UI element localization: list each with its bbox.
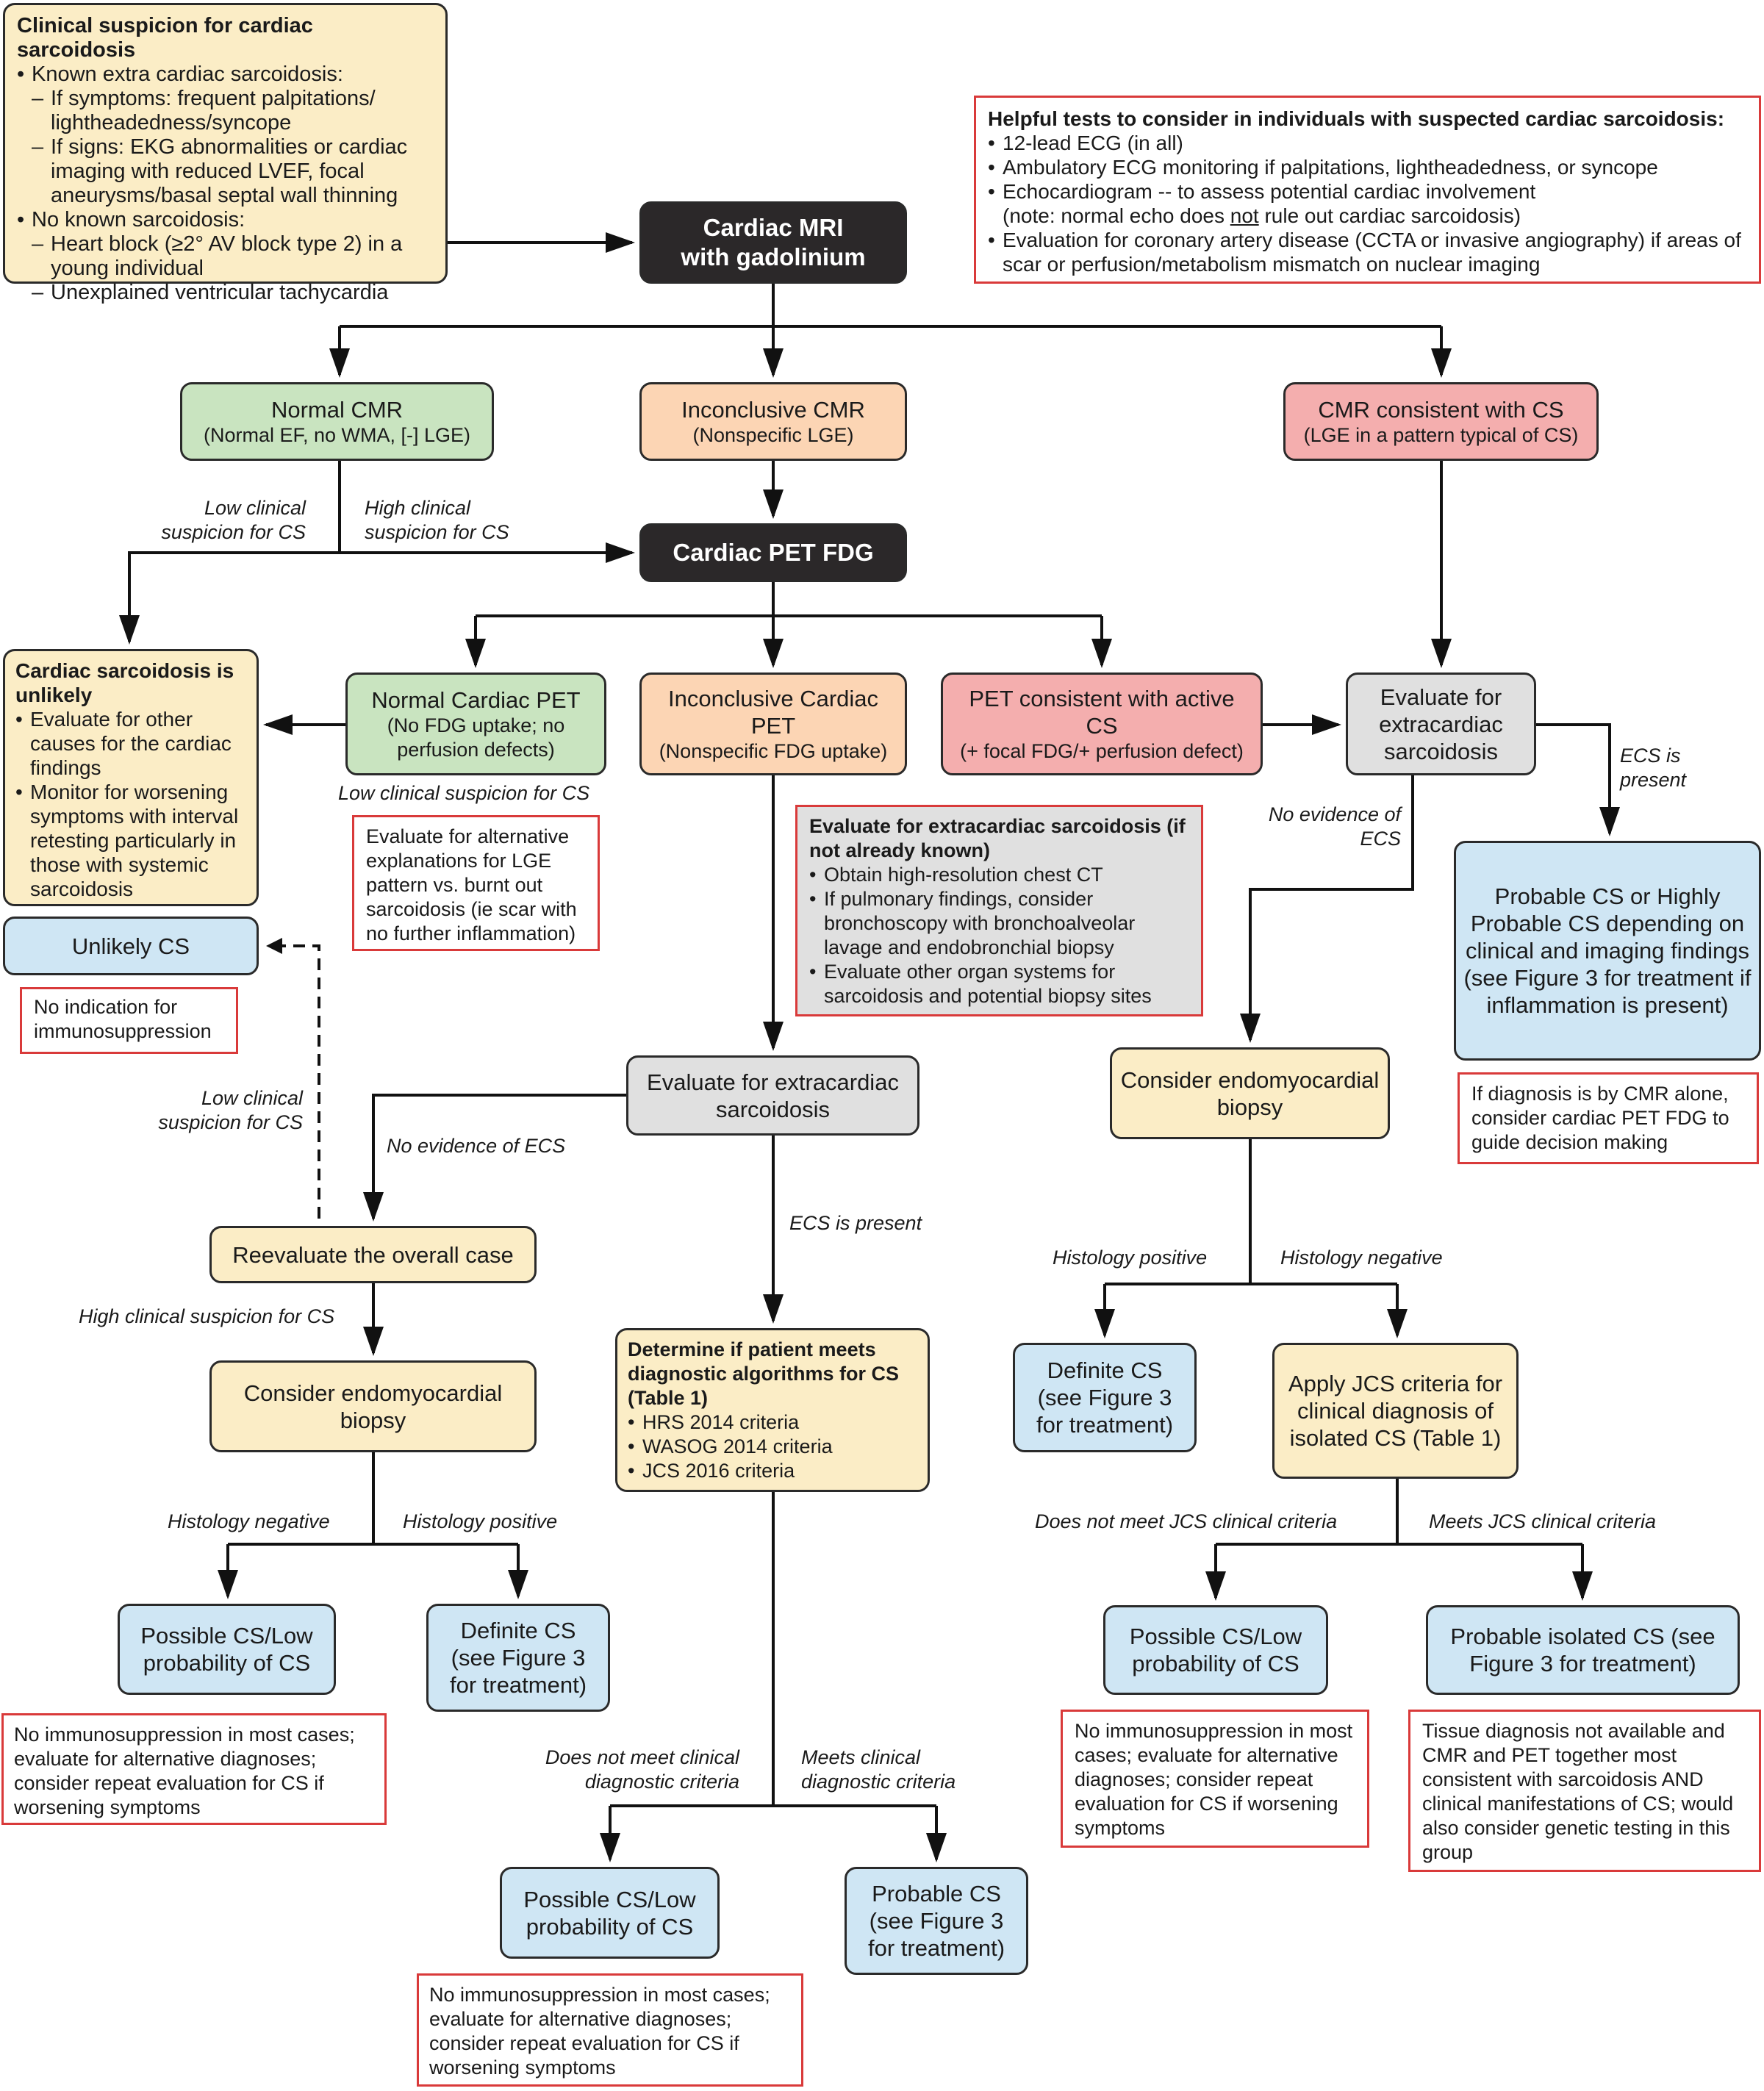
edge-label-high-suspicion: High clinical suspicion for CS [365,497,509,543]
helpful-tests-title: Helpful tests to consider in individuals… [988,107,1725,130]
edge-label-ecs-present-right: ECS is present [1620,745,1687,791]
lge-alternative-note: Evaluate for alternative explanations fo… [352,815,600,951]
determine-title: Determine if patient meets diagnostic al… [628,1338,900,1409]
edge-label-not-meet-jcs: Does not meet JCS clinical criteria [1035,1510,1338,1532]
ecs-evaluation-note: Evaluate for extracardiac sarcoidosis (i… [795,805,1203,1016]
edge-label-meets-clinical: Meets clinical diagnostic criteria [801,1746,956,1793]
probable-highly-probable-node: Probable CS or Highly Probable CS depend… [1454,841,1761,1061]
edge-label-low-suspicion-2: Low clinical suspicion for CS [158,1087,303,1133]
edge-label-hist-neg-left: Histology negative [168,1510,330,1532]
possible-cs-right-node: Possible CS/Low probability of CS [1103,1605,1328,1695]
helpful-test-item: Evaluation for coronary artery disease (… [988,228,1747,276]
edge-label-no-ecs-mid: No evidence of ECS [387,1135,566,1157]
edge-label-low-suspicion-pet: Low clinical suspicion for CS [338,782,590,804]
inconclusive-cmr-node: Inconclusive CMR (Nonspecific LGE) [639,382,907,461]
probable-isolated-cs-node: Probable isolated CS (see Figure 3 for t… [1426,1605,1740,1695]
no-immunosuppression-left-note: No immunosuppression in most cases; eval… [1,1713,387,1825]
ecs-evaluation-item: Evaluate other organ systems for sarcoid… [809,960,1189,1008]
no-indication-note: No indication for immunosuppression [20,987,238,1054]
arrowhead-unlikely [266,938,282,954]
clinical-suspicion-item: Unexplained ventricular tachycardia [32,281,434,305]
consider-emb-left-node: Consider endomyocardial biopsy [209,1360,537,1452]
cs-unlikely-item: Evaluate for other causes for the cardia… [15,707,246,780]
edge-label-meets-jcs: Meets JCS clinical criteria [1429,1510,1657,1532]
cs-unlikely-node: Cardiac sarcoidosis is unlikely Evaluate… [3,649,259,906]
definite-cs-right-node: Definite CS (see Figure 3 for treatment) [1013,1343,1197,1452]
apply-jcs-node: Apply JCS criteria for clinical diagnosi… [1272,1343,1519,1479]
edge-label-no-ecs-right: No evidence of ECS [1268,803,1401,850]
reevaluate-node: Reevaluate the overall case [209,1226,537,1283]
clinical-suspicion-item: If signs: EKG abnormalities or cardiac i… [32,135,434,208]
pet-consistent-node: PET consistent with active CS (+ focal F… [941,673,1263,775]
edge-normal-cmr-left [119,551,340,645]
normal-pet-node: Normal Cardiac PET (No FDG uptake; no pe… [345,673,606,775]
evaluate-ecs-mid-node: Evaluate for extracardiac sarcoidosis [626,1055,919,1136]
edge-label-not-meet-clinical: Does not meet clinical diagnostic criter… [545,1746,739,1793]
cs-unlikely-item: Monitor for worsening symptoms with inte… [15,780,246,901]
edge-label-hist-pos-left: Histology positive [403,1510,558,1532]
helpful-test-item: Echocardiogram -- to assess potential ca… [988,179,1747,228]
cs-unlikely-title: Cardiac sarcoidosis is unlikely [15,659,234,706]
no-immunosuppression-bottom-note: No immunosuppression in most cases; eval… [417,1973,803,2087]
cmr-alone-note: If diagnosis is by CMR alone, consider c… [1458,1072,1759,1164]
unlikely-cs-node: Unlikely CS [3,917,259,975]
criteria-item: WASOG 2014 criteria [628,1435,833,1459]
evaluate-ecs-right-node: Evaluate for extracardiac sarcoidosis [1346,673,1536,775]
cardiac-pet-node: Cardiac PET FDG [639,523,907,582]
edge-label-ecs-present-mid: ECS is present [789,1212,922,1234]
helpful-tests-note: Helpful tests to consider in individuals… [974,96,1761,284]
edge-label-hist-neg-right: Histology negative [1280,1247,1443,1269]
helpful-test-item: 12-lead ECG (in all) [988,131,1747,155]
clinical-suspicion-item: If symptoms: frequent palpitations/ ligh… [32,87,434,135]
edge-ecs-present-right [1536,723,1620,836]
edge-reevaluate-to-unlikely-dashed [273,944,320,1219]
clinical-suspicion-item: Heart block (≥2° AV block type 2) in a y… [32,232,434,281]
edge-label-hist-pos-right: Histology positive [1053,1247,1208,1269]
possible-cs-bottom-node: Possible CS/Low probability of CS [500,1867,720,1959]
criteria-item: JCS 2016 criteria [628,1459,833,1483]
definite-cs-left-node: Definite CS (see Figure 3 for treatment) [426,1604,610,1712]
criteria-item: HRS 2014 criteria [628,1410,833,1435]
ecs-evaluation-item: Obtain high-resolution chest CT [809,863,1189,887]
cmr-consistent-node: CMR consistent with CS (LGE in a pattern… [1283,382,1599,461]
inconclusive-pet-node: Inconclusive Cardiac PET (Nonspecific FD… [639,673,907,775]
clinical-suspicion-group: No known sarcoidosis: Heart block (≥2° A… [17,208,434,305]
ecs-evaluation-title: Evaluate for extracardiac sarcoidosis (i… [809,815,1186,861]
clinical-suspicion-list: Known extra cardiac sarcoidosis: If symp… [17,62,434,305]
helpful-test-item: Ambulatory ECG monitoring if palpitation… [988,155,1747,179]
edge-label-high-suspicion-2: High clinical suspicion for CS [79,1305,335,1327]
consider-emb-right-node: Consider endomyocardial biopsy [1110,1047,1390,1139]
determine-criteria-node: Determine if patient meets diagnostic al… [615,1328,930,1492]
normal-cmr-node: Normal CMR (Normal EF, no WMA, [-] LGE) [180,382,494,461]
no-immunosuppression-right-note: No immunosuppression in most cases; eval… [1061,1710,1369,1848]
probable-cs-bottom-node: Probable CS (see Figure 3 for treatment) [845,1867,1028,1975]
ecs-evaluation-item: If pulmonary findings, consider bronchos… [809,887,1189,960]
clinical-suspicion-group: Known extra cardiac sarcoidosis: If symp… [17,62,434,208]
clinical-suspicion-title: Clinical suspicion for cardiac sarcoidos… [17,14,313,62]
edge-label-low-suspicion: Low clinical suspicion for CS [161,497,306,543]
clinical-suspicion-box: Clinical suspicion for cardiac sarcoidos… [3,3,448,305]
cardiac-mri-node: Cardiac MRI with gadolinium [639,201,907,284]
possible-cs-left-node: Possible CS/Low probability of CS [118,1604,336,1695]
tissue-diagnosis-note: Tissue diagnosis not available and CMR a… [1408,1710,1761,1872]
